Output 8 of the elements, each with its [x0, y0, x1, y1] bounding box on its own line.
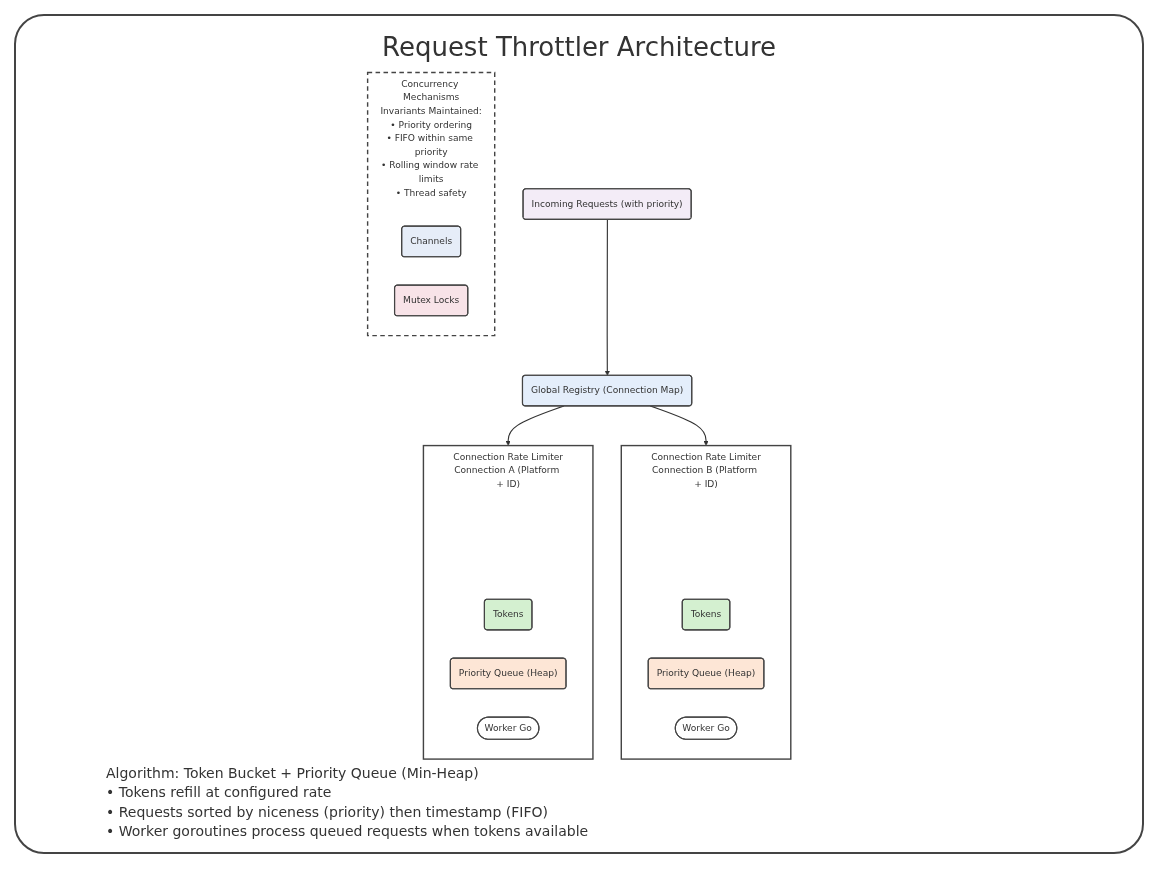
note-text: • Tokens refill at configured rate [106, 783, 333, 803]
note-text: • Requests sorted by niceness (priority) then timestamp (FIFO) [106, 802, 549, 822]
node-label: Connection A (Platform + ID) [453, 464, 560, 490]
note-text: Algorithm: Token Bucket + Priority Queue (Min-Heap) [106, 763, 480, 783]
note-text: • Worker goroutines process queued requests when tokens available [106, 822, 589, 842]
node-label: Connection B (Platform + ID) [651, 464, 757, 490]
diagram-title: Request Throttler Architecture [382, 32, 776, 62]
arrow [604, 219, 610, 376]
